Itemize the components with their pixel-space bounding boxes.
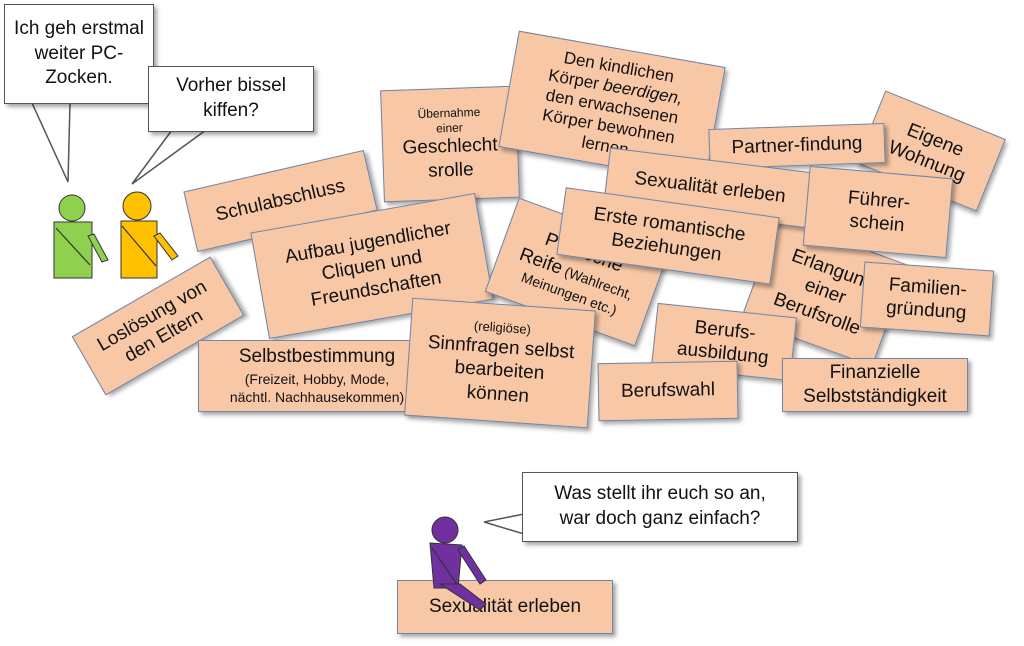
card-finanzielle-selbststaendigkeit: Finanzielle Selbstständigkeit: [782, 358, 968, 412]
figure-yellow-icon: [120, 191, 179, 279]
figure-green-icon: [53, 194, 109, 279]
card-selbstbestimmung: Selbstbestimmung (Freizeit, Hobby, Mode,…: [198, 340, 436, 412]
speech-bubble-ganz-einfach: Was stellt ihr euch so an, war doch ganz…: [522, 472, 798, 542]
figure-purple-icon: [429, 516, 487, 611]
speech-bubble-pc-zocken: Ich geh erstmal weiter PC- Zocken.: [4, 4, 154, 104]
speech-bubble-kiffen: Vorher bissel kiffen?: [148, 66, 314, 132]
